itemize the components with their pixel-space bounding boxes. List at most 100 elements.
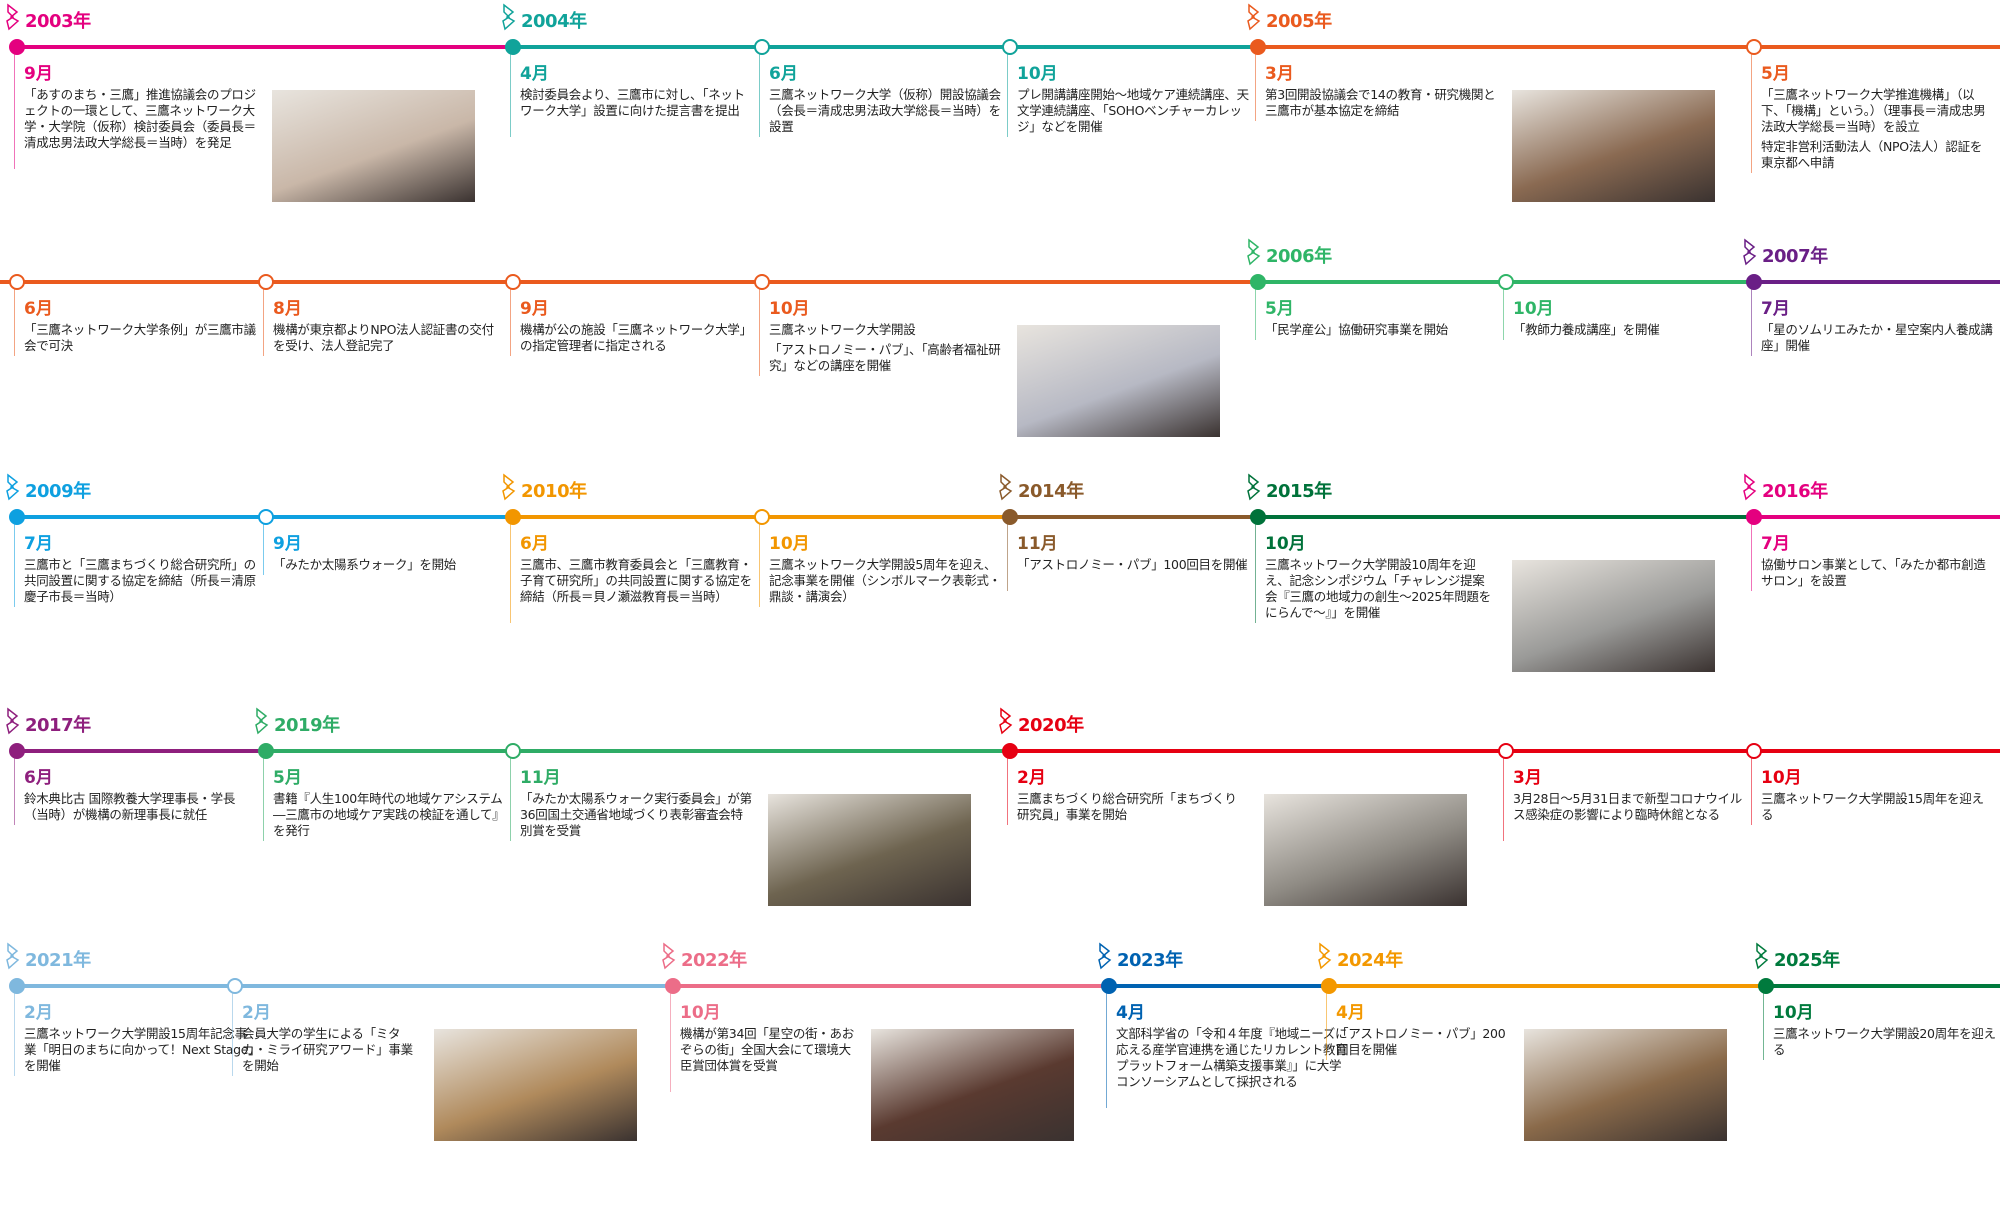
event-month: 6月 bbox=[520, 534, 549, 554]
event-description: 3月28日～5月31日まで新型コロナウイルス感染症の影響により臨時休館となる bbox=[1513, 791, 1745, 827]
event-month: 10月 bbox=[769, 534, 810, 554]
year-marker-icon bbox=[501, 3, 517, 36]
event-leader-line bbox=[232, 992, 233, 1076]
timeline-dot[interactable] bbox=[1746, 509, 1762, 525]
timeline-dot[interactable] bbox=[1746, 743, 1762, 759]
timeline-line-segment bbox=[1752, 280, 2000, 284]
timeline-dot[interactable] bbox=[1002, 39, 1018, 55]
timeline-dot[interactable] bbox=[1746, 39, 1762, 55]
event-photo bbox=[1017, 325, 1220, 437]
timeline-dot[interactable] bbox=[1498, 743, 1514, 759]
year-label: 2020年 bbox=[998, 707, 1084, 740]
timeline-dot[interactable] bbox=[505, 274, 521, 290]
event-leader-line bbox=[14, 523, 15, 607]
event-text-paragraph: 協働サロン事業として、「みたか都市創造サロン」を設置 bbox=[1761, 557, 1986, 588]
event-leader-line bbox=[1255, 288, 1256, 340]
event-month: 7月 bbox=[1761, 299, 1790, 319]
timeline-dot[interactable] bbox=[505, 743, 521, 759]
timeline-dot[interactable] bbox=[505, 509, 521, 525]
timeline-dot[interactable] bbox=[1498, 274, 1514, 290]
year-marker-icon bbox=[5, 3, 21, 36]
timeline-dot[interactable] bbox=[9, 743, 25, 759]
event-description: 協働サロン事業として、「みたか都市創造サロン」を設置 bbox=[1761, 557, 1993, 593]
timeline-dot[interactable] bbox=[9, 274, 25, 290]
timeline-dot[interactable] bbox=[754, 274, 770, 290]
event-description: 三鷹ネットワーク大学（仮称）開設協議会（会長＝清成忠男法政大学総長＝当時）を設置 bbox=[769, 87, 1001, 139]
timeline-dot[interactable] bbox=[665, 978, 681, 994]
event-text-paragraph: 3月28日～5月31日まで新型コロナウイルス感染症の影響により臨時休館となる bbox=[1513, 791, 1742, 822]
event-month: 5月 bbox=[1761, 64, 1790, 84]
event-photo bbox=[1512, 560, 1715, 672]
timeline-dot[interactable] bbox=[258, 274, 274, 290]
event-photo bbox=[272, 90, 475, 202]
event-photo bbox=[768, 794, 971, 906]
year-marker-icon bbox=[254, 707, 270, 740]
event-month: 6月 bbox=[24, 299, 53, 319]
event-text-paragraph: 会員大学の学生による「ミタカ・ミライ研究アワード」事業を開始 bbox=[242, 1026, 413, 1073]
event-description: 三鷹市、三鷹市教育委員会と「三鷹教育・子育て研究所」の共同設置に関する協定を締結… bbox=[520, 557, 752, 609]
year-text: 2003年 bbox=[25, 10, 91, 32]
event-description: 検討委員会より、三鷹市に対し、「ネットワーク大学」設置に向けた提言書を提出 bbox=[520, 87, 752, 123]
event-description: 三鷹まちづくり総合研究所「まちづくり研究員」事業を開始 bbox=[1017, 791, 1248, 827]
timeline-line-segment bbox=[511, 45, 1256, 49]
timeline-dot[interactable] bbox=[754, 509, 770, 525]
timeline-dot[interactable] bbox=[505, 39, 521, 55]
timeline-dot[interactable] bbox=[1101, 978, 1117, 994]
event-description: 「星のソムリエみたか・星空案内人養成講座」開催 bbox=[1761, 322, 1993, 358]
timeline-dot[interactable] bbox=[1758, 978, 1774, 994]
event-description: 機構が第34回「星空の街・あおぞらの街」全国大会にて環境大臣賞団体賞を受賞 bbox=[680, 1026, 855, 1078]
year-marker-icon bbox=[1246, 238, 1262, 271]
year-marker-icon bbox=[1742, 238, 1758, 271]
event-leader-line bbox=[14, 288, 15, 356]
timeline-dot[interactable] bbox=[9, 509, 25, 525]
year-label: 2015年 bbox=[1246, 473, 1332, 506]
event-photo bbox=[1524, 1029, 1727, 1141]
event-leader-line bbox=[1751, 757, 1752, 825]
event-leader-line bbox=[510, 288, 511, 356]
year-text: 2025年 bbox=[1774, 949, 1840, 971]
event-text-paragraph: 三鷹市、三鷹市教育委員会と「三鷹教育・子育て研究所」の共同設置に関する協定を締結… bbox=[520, 557, 752, 604]
event-description: 機構が公の施設「三鷹ネットワーク大学」の指定管理者に指定される bbox=[520, 322, 752, 358]
timeline-dot[interactable] bbox=[9, 978, 25, 994]
year-marker-icon bbox=[1246, 3, 1262, 36]
event-month: 10月 bbox=[1761, 768, 1802, 788]
event-leader-line bbox=[1763, 992, 1764, 1060]
event-text-paragraph: 「三鷹ネットワーク大学条例」が三鷹市議会で可決 bbox=[24, 322, 256, 353]
year-text: 2005年 bbox=[1266, 10, 1332, 32]
timeline-dot[interactable] bbox=[258, 743, 274, 759]
year-marker-icon bbox=[501, 473, 517, 506]
event-text-paragraph: 「アストロノミー・パブ」、「高齢者福祉研究」などの講座を開催 bbox=[769, 342, 1001, 373]
event-description: 三鷹ネットワーク大学開設15周年を迎える bbox=[1761, 791, 1993, 827]
year-text: 2006年 bbox=[1266, 245, 1332, 267]
year-marker-icon bbox=[1742, 473, 1758, 506]
timeline-dot[interactable] bbox=[1002, 743, 1018, 759]
event-month: 6月 bbox=[769, 64, 798, 84]
event-description: 「民学産公」協働研究事業を開始 bbox=[1265, 322, 1497, 342]
timeline-dot[interactable] bbox=[1250, 274, 1266, 290]
event-text-paragraph: 三鷹まちづくり総合研究所「まちづくり研究員」事業を開始 bbox=[1017, 791, 1237, 822]
event-text-paragraph: 書籍『人生100年時代の地域ケアシステム―三鷹市の地域ケア実践の検証を通して』を… bbox=[273, 791, 505, 838]
event-description: 文部科学省の「令和４年度『地域ニーズに応える産学官連携を通じたリカレント教育プラ… bbox=[1116, 1026, 1348, 1094]
event-text-paragraph: 「アストロノミー・パブ」100回目を開催 bbox=[1017, 557, 1248, 572]
event-description: 「アストロノミー・パブ」100回目を開催 bbox=[1017, 557, 1249, 577]
event-photo bbox=[1264, 794, 1467, 906]
event-text-paragraph: 「アストロノミー・パブ」200回目を開催 bbox=[1336, 1026, 1506, 1057]
event-leader-line bbox=[1255, 523, 1256, 623]
year-marker-icon bbox=[1246, 473, 1262, 506]
timeline-dot[interactable] bbox=[1250, 39, 1266, 55]
timeline-line-segment bbox=[15, 45, 511, 49]
timeline-dot[interactable] bbox=[1002, 509, 1018, 525]
timeline-dot[interactable] bbox=[754, 39, 770, 55]
timeline-dot[interactable] bbox=[1250, 509, 1266, 525]
event-description: 三鷹ネットワーク大学開設5周年を迎え、記念事業を開催（シンボルマーク表彰式・鼎談… bbox=[769, 557, 1001, 609]
timeline-dot[interactable] bbox=[9, 39, 25, 55]
timeline-dot[interactable] bbox=[258, 509, 274, 525]
timeline-dot[interactable] bbox=[1321, 978, 1337, 994]
event-text-paragraph: 三鷹市と「三鷹まちづくり総合研究所」の共同設置に関する協定を締結（所長＝清原慶子… bbox=[24, 557, 256, 604]
year-marker-icon bbox=[998, 707, 1014, 740]
timeline-dot[interactable] bbox=[227, 978, 243, 994]
timeline-dot[interactable] bbox=[1746, 274, 1762, 290]
year-label: 2023年 bbox=[1097, 942, 1183, 975]
